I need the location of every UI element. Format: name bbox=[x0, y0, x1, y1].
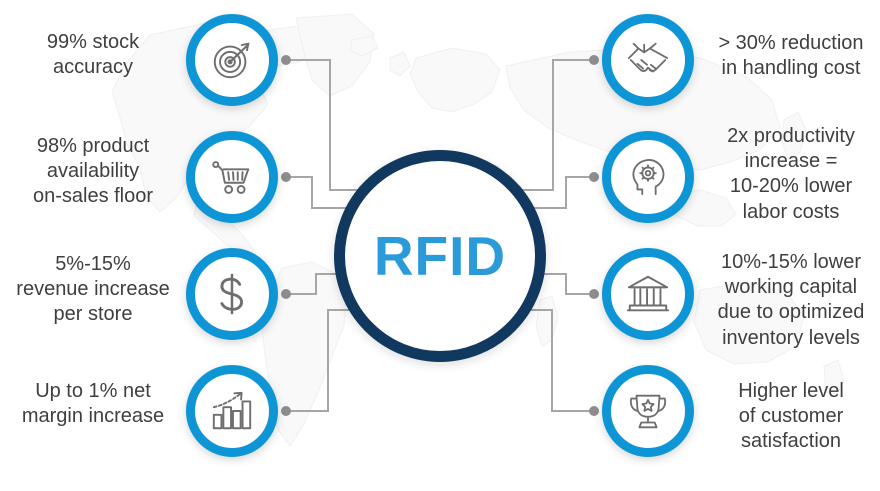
handshake-icon bbox=[625, 37, 671, 83]
caption-revenue-increase: 5%-15% revenue increase per store bbox=[16, 253, 170, 326]
node-handling-cost[interactable] bbox=[602, 14, 694, 106]
shopping-cart-icon bbox=[209, 154, 255, 200]
center-hub: RFID bbox=[334, 150, 546, 362]
trophy-star-icon bbox=[625, 388, 671, 434]
node-working-capital[interactable] bbox=[602, 248, 694, 340]
caption-working-capital: 10%-15% lower working capital due to opt… bbox=[717, 251, 865, 349]
head-gear-icon bbox=[625, 154, 671, 200]
node-customer-satisfaction[interactable] bbox=[602, 365, 694, 457]
node-product-availability[interactable] bbox=[186, 131, 278, 223]
caption-customer-satisfaction: Higher level of customer satisfaction bbox=[738, 380, 844, 453]
caption-net-margin: Up to 1% net margin increase bbox=[21, 380, 165, 428]
dollar-sign-icon bbox=[209, 271, 255, 317]
center-hub-label: RFID bbox=[373, 224, 507, 287]
caption-product-availability: 98% product availability on-sales floor bbox=[32, 135, 154, 208]
node-stock-accuracy[interactable] bbox=[186, 14, 278, 106]
caption-handling-cost: > 30% reduction in handling cost bbox=[718, 32, 864, 80]
caption-stock-accuracy: 99% stock accuracy bbox=[46, 31, 140, 79]
node-revenue-increase[interactable] bbox=[186, 248, 278, 340]
caption-productivity-increase: 2x productivity increase = 10-20% lower … bbox=[727, 125, 855, 223]
bank-building-icon bbox=[625, 271, 671, 317]
node-net-margin[interactable] bbox=[186, 365, 278, 457]
target-arrow-icon bbox=[209, 37, 255, 83]
bar-chart-growth-icon bbox=[209, 388, 255, 434]
node-productivity-increase[interactable] bbox=[602, 131, 694, 223]
